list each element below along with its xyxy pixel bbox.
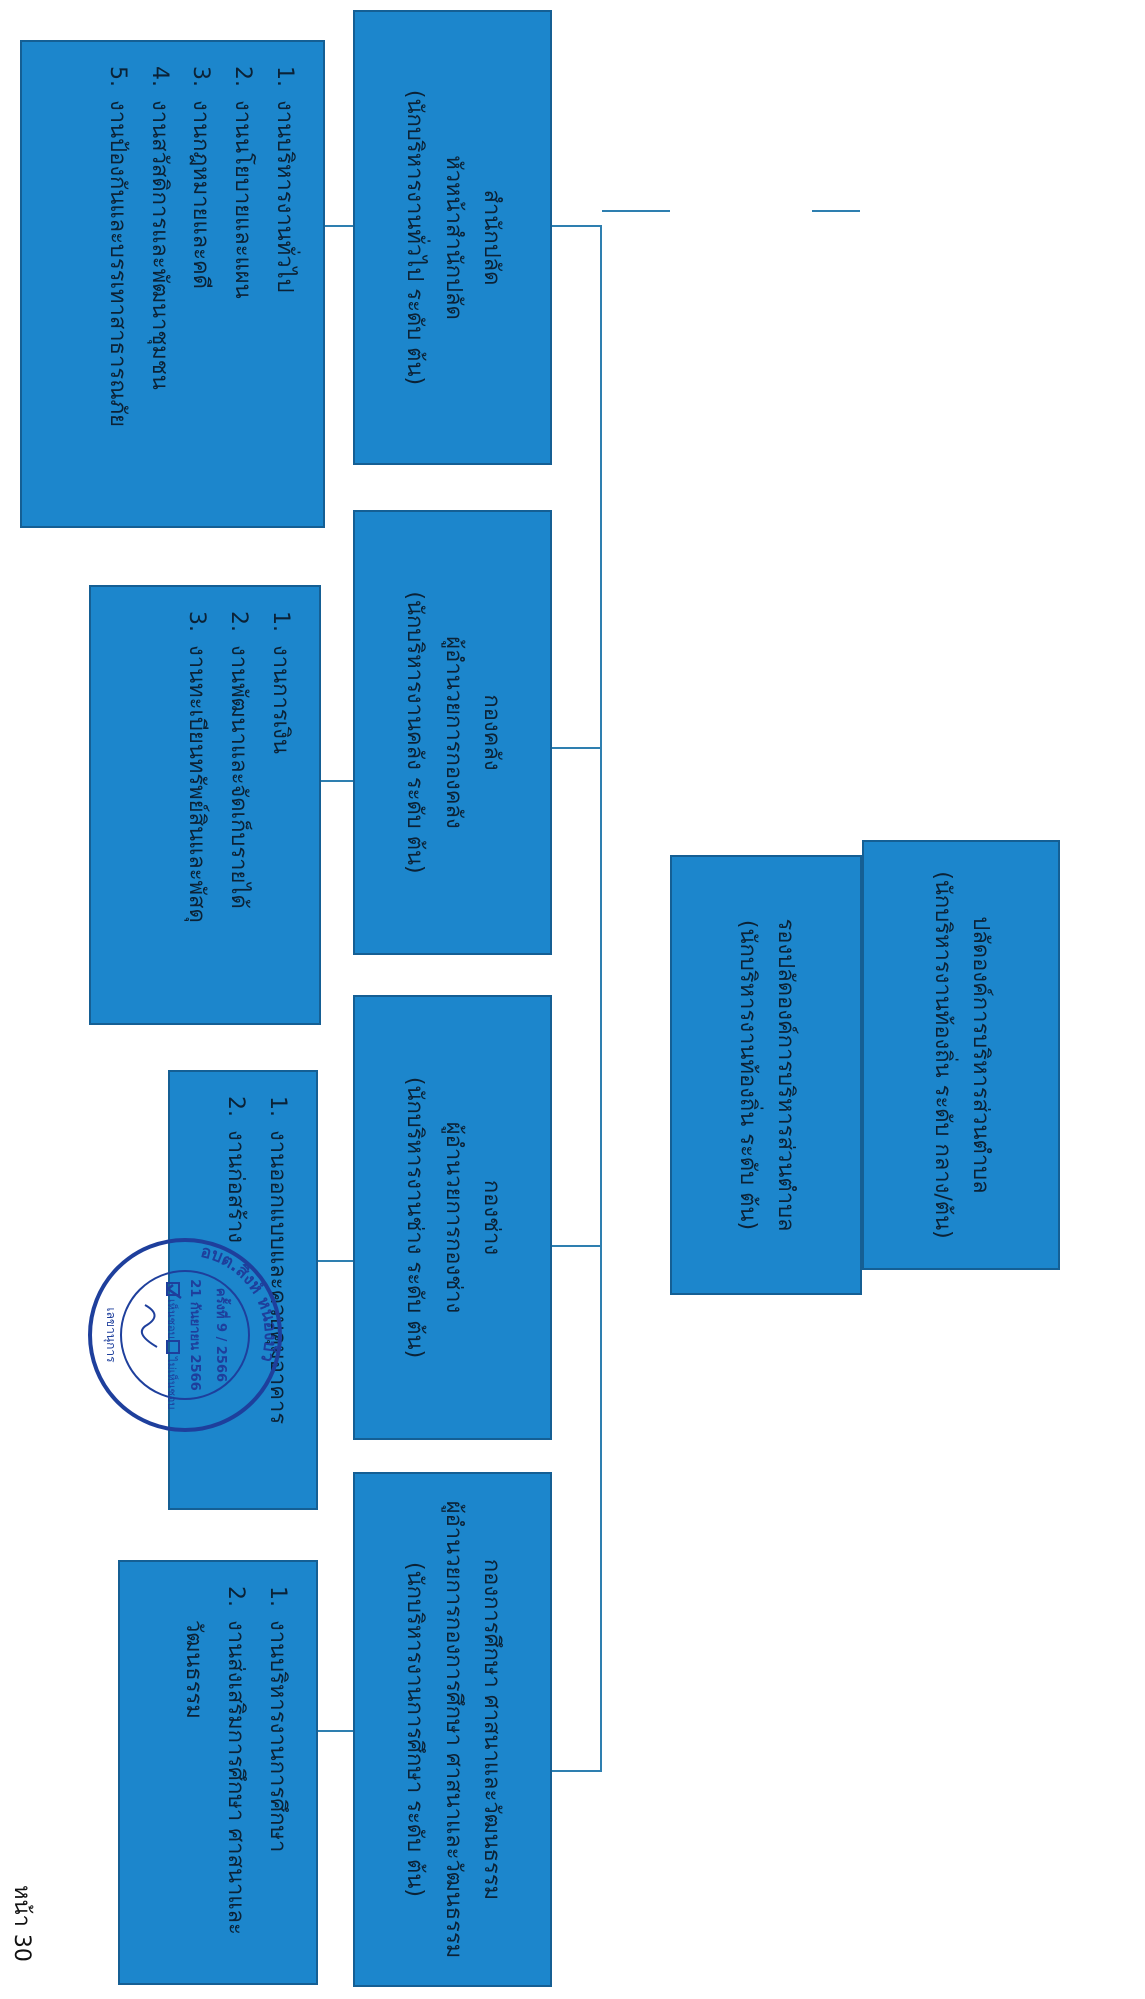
approval-stamp: อบต.สิงห์ หนองบัว ครั้งที่ 9 / 2566 21 ก… <box>88 1238 282 1432</box>
signature-scribble <box>140 1304 158 1348</box>
task-item: งานป้องกันและบรรเทาสาธารณภัย <box>96 94 138 504</box>
check-mark-icon <box>165 1284 182 1300</box>
page-number: หน้า 30 <box>9 1885 34 1962</box>
task-list: งานบริหารงานทั่วไป งานนโยบายและแผน งานกฎ… <box>96 64 305 504</box>
stamp-outer-ring <box>88 1238 282 1432</box>
stamp-disagree: ไม่เห็นชอบ <box>165 1356 179 1409</box>
stamp-date: 21 กันยายน 2566 <box>187 1279 202 1391</box>
connector-div-4 <box>552 1770 602 1772</box>
division-box-engineering: กองช่าง ผู้อำนวยการกองช่าง (นักบริหารงาน… <box>353 995 552 1440</box>
division-box-finance: กองคลัง ผู้อำนวยการกองคลัง (นักบริหารงาน… <box>353 510 552 955</box>
task-item: งานนโยบายและแผน <box>221 94 263 504</box>
connector-tasks-3 <box>318 1260 353 1262</box>
division-name: สำนักปลัด <box>479 189 505 286</box>
tasks-box-office: งานบริหารงานทั่วไป งานนโยบายและแผน งานกฎ… <box>20 40 325 528</box>
division-rank: (นักบริหารงานทั่วไป ระดับ ต้น) <box>402 89 428 386</box>
tasks-box-finance: งานการเงิน งานพัฒนาและจัดเก็บรายได้ งานท… <box>89 585 321 1025</box>
task-item: งานสวัสดิการและพัฒนาชุมชน <box>138 94 180 504</box>
division-head: ผู้อำนวยการกองการศึกษา ศาสนาและวัฒนธรรม <box>440 1500 466 1959</box>
division-rank: (นักบริหารงานคลัง ระดับ ต้น) <box>402 591 428 874</box>
division-head: หัวหน้าสำนักปลัด <box>440 155 466 320</box>
division-head: ผู้อำนวยการกองคลัง <box>440 636 466 829</box>
deputy-position: (นักบริหารงานท้องถิ่น ระดับ ต้น) <box>735 919 760 1231</box>
task-item: งานส่งเสริมการศึกษา ศาสนาและวัฒนธรรม <box>173 1614 257 1961</box>
deputy-title: รองปลัดองค์การบริหารส่วนตำบล <box>773 918 799 1232</box>
stamp-agree: เห็นชอบ <box>165 1299 179 1339</box>
tasks-box-education: งานบริหารงานการศึกษา งานส่งเสริมการศึกษา… <box>118 1560 318 1985</box>
connector-tasks-4 <box>318 1730 353 1732</box>
connector-div-1 <box>552 225 602 227</box>
task-item: งานกฎหมายและคดี <box>180 94 222 504</box>
chief-title: ปลัดองค์การบริหารส่วนตำบล <box>968 916 994 1194</box>
disagree-checkbox <box>166 1340 180 1354</box>
division-name: กองการศึกษา ศาสนาและวัฒนธรรม <box>479 1558 505 1901</box>
connector-deputy-bus <box>602 210 670 212</box>
division-box-office: สำนักปลัด หัวหน้าสำนักปลัด (นักบริหารงาน… <box>353 10 552 465</box>
connector-div-2 <box>552 747 602 749</box>
connector-top-deputy <box>812 210 860 212</box>
connector-tasks-2 <box>321 780 353 782</box>
chief-position: (นักบริหารงานท้องถิ่น ระดับ กลาง/ต้น) <box>930 871 955 1239</box>
deputy-administrator-box: รองปลัดองค์การบริหารส่วนตำบล (นักบริหารง… <box>670 855 862 1295</box>
task-item: งานบริหารงานการศึกษา <box>256 1614 298 1961</box>
division-box-education: กองการศึกษา ศาสนาและวัฒนธรรม ผู้อำนวยการ… <box>353 1472 552 1987</box>
task-list: งานบริหารงานการศึกษา งานส่งเสริมการศึกษา… <box>173 1584 298 1961</box>
connector-tasks-1 <box>325 225 353 227</box>
stamp-meeting: ครั้งที่ 9 / 2566 <box>213 1288 232 1382</box>
stamp-inner-ring <box>120 1270 250 1400</box>
task-item: งานการเงิน <box>259 639 301 1001</box>
task-list: งานการเงิน งานพัฒนาและจัดเก็บรายได้ งานท… <box>176 609 301 1001</box>
task-item: งานพัฒนาและจัดเก็บรายได้ <box>217 639 259 1001</box>
division-name: กองช่าง <box>479 1179 505 1256</box>
division-rank: (นักบริหารงานช่าง ระดับ ต้น) <box>402 1076 428 1359</box>
chief-administrator-box: ปลัดองค์การบริหารส่วนตำบล (นักบริหารงานท… <box>862 840 1060 1270</box>
division-bus <box>600 225 602 1770</box>
division-head: ผู้อำนวยการกองช่าง <box>440 1121 466 1314</box>
task-item: งานทะเบียนทรัพย์สินและพัสดุ <box>176 639 218 1001</box>
stamp-footer: เลขานุการ <box>103 1307 118 1363</box>
division-rank: (นักบริหารงานการศึกษา ระดับ ต้น) <box>402 1562 428 1897</box>
task-item: งานบริหารงานทั่วไป <box>263 94 305 504</box>
division-name: กองคลัง <box>479 694 505 771</box>
connector-div-3 <box>552 1245 602 1247</box>
